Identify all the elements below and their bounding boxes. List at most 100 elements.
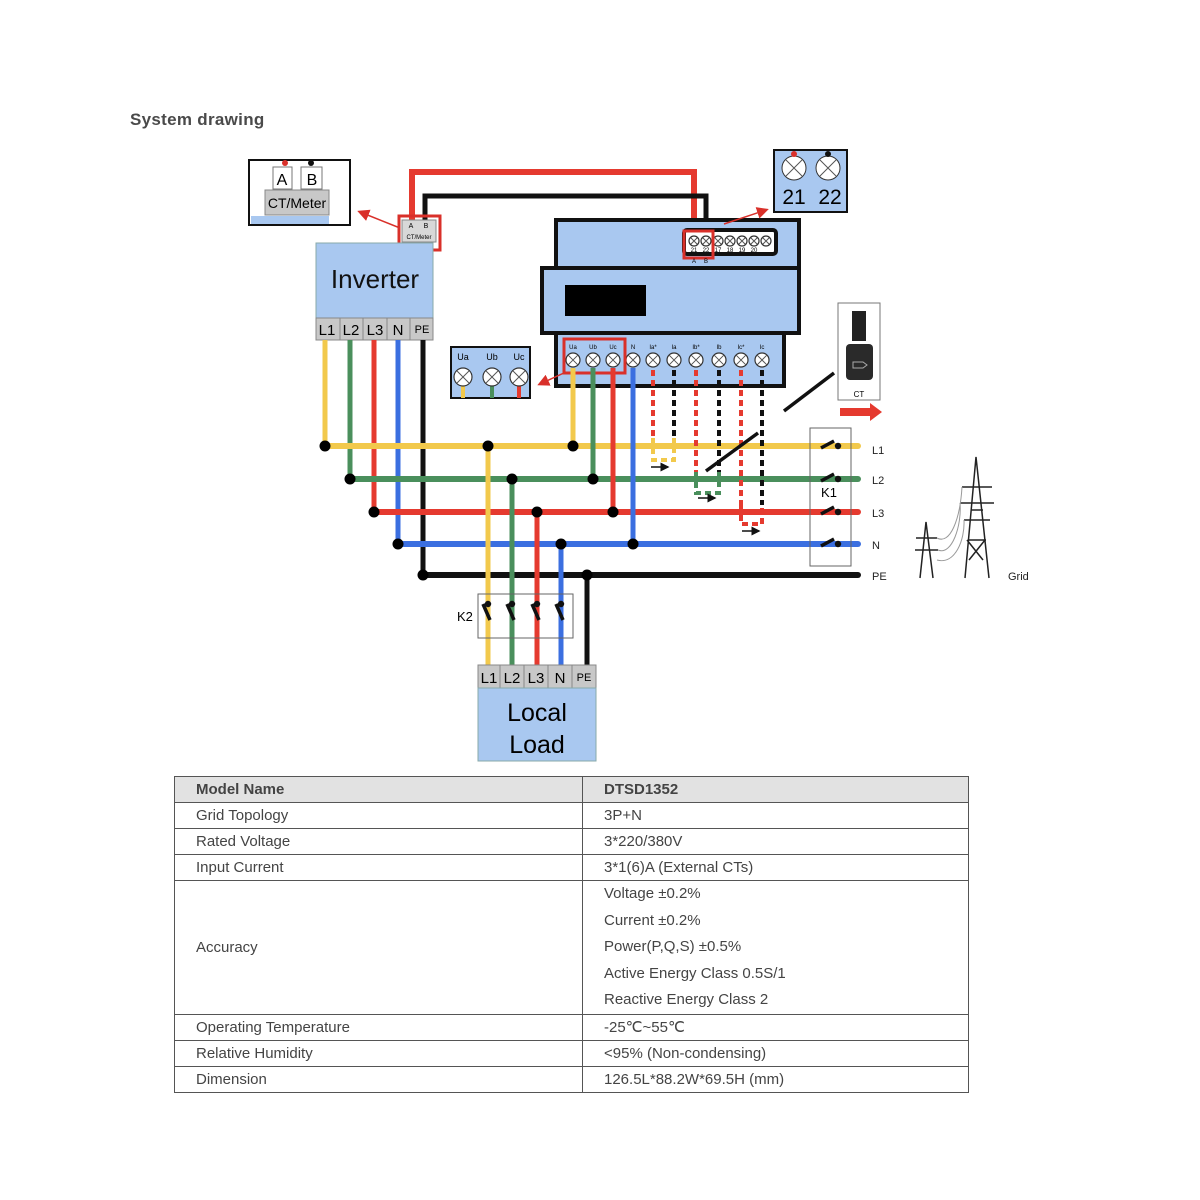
inverter-terminal-l2: L2 <box>343 322 360 339</box>
terminal-screw-icon <box>700 235 712 247</box>
header-value: DTSD1352 <box>582 776 969 803</box>
terminal-screw-icon <box>760 235 772 247</box>
load-terminal-l3: L3 <box>528 670 545 687</box>
accuracy-voltage: Voltage ±0.2% <box>604 885 701 902</box>
terminal-screw-icon <box>453 367 473 387</box>
terminal-screw-icon <box>754 352 770 368</box>
voltage-inset-label: Ub <box>486 352 498 362</box>
inverter-terminal-n: N <box>393 322 404 339</box>
row-key: Rated Voltage <box>174 828 583 855</box>
voltage-inset-label: Ua <box>457 352 469 362</box>
port-pin-b: B <box>424 223 429 230</box>
row-value: -25℃~55℃ <box>582 1013 969 1041</box>
terminal-screw-icon <box>605 352 621 368</box>
switch-contact-icon <box>820 505 842 516</box>
table-row-accuracy: Accuracy Voltage ±0.2% Current ±0.2% Pow… <box>174 880 969 1015</box>
inverter-terminal-l3: L3 <box>367 322 384 339</box>
port-label: CT/Meter <box>406 235 431 241</box>
terminal-screw-icon <box>748 235 760 247</box>
switch-contact-icon <box>820 537 842 548</box>
switch-contact-icon <box>481 600 492 621</box>
k2-label: K2 <box>457 609 473 624</box>
accuracy-current: Current ±0.2% <box>604 911 701 929</box>
meter-terminal-label: Uc <box>609 345 616 351</box>
local-load: L1 L2 L3 N PE Local Load <box>477 664 597 762</box>
k1-label: K1 <box>821 485 837 500</box>
meter-top-terminal-label: 19 <box>739 248 746 254</box>
inset-22-label: 22 <box>818 186 841 209</box>
meter-terminal-label: Ub <box>589 345 597 351</box>
load-terminal-pe: PE <box>577 672 592 684</box>
local-load-label-2: Load <box>509 731 565 759</box>
accuracy-values: Voltage ±0.2% Current ±0.2% Power(P,Q,S)… <box>582 880 969 1015</box>
inverter-label: Inverter <box>331 264 419 294</box>
grid-label: Grid <box>1008 571 1029 583</box>
ct-sensor: CT <box>837 302 881 401</box>
row-value: 3*1(6)A (External CTs) <box>582 854 969 881</box>
meter-top-terminal-label: 22 <box>703 248 710 254</box>
load-terminal-n: N <box>555 670 566 687</box>
junction-dots <box>319 440 639 581</box>
row-value: 3*220/380V <box>582 828 969 855</box>
terminal-screw-icon <box>724 235 736 247</box>
row-key: Accuracy <box>174 880 583 1015</box>
table-row: Relative Humidity<95% (Non-condensing) <box>174 1039 969 1067</box>
k1-breaker: K1 <box>809 427 852 567</box>
terminal-screw-icon <box>688 235 700 247</box>
local-load-label-1: Local <box>507 699 567 727</box>
row-value: <95% (Non-condensing) <box>582 1039 969 1067</box>
accuracy-power: Power(P,Q,S) ±0.5% <box>604 938 742 955</box>
voltage-sense-wires <box>570 368 636 544</box>
load-terminal-l1: L1 <box>481 670 498 687</box>
pin-a-label: A <box>277 172 288 189</box>
switch-contact-icon <box>530 600 541 621</box>
bus-label-l3: L3 <box>872 508 884 520</box>
port-pin-a: A <box>409 223 414 230</box>
accuracy-active-energy: Active Energy Class 0.5S/1 <box>604 964 786 982</box>
switch-contact-icon <box>820 439 842 450</box>
inset-21-label: 21 <box>782 186 805 209</box>
k2-breaker: K2 <box>457 593 574 639</box>
inverter-wires <box>322 340 426 575</box>
meter-a-label: A <box>692 259 696 265</box>
section-title: System drawing <box>130 110 265 129</box>
voltage-inset-label: Uc <box>514 352 525 362</box>
meter-terminal-label: Ib <box>716 345 722 351</box>
terminal-screw-icon <box>625 352 641 368</box>
meter-terminal-label: N <box>631 345 635 351</box>
terminal-screw-icon <box>736 235 748 247</box>
terminal-screw-icon <box>645 352 661 368</box>
table-row: Operating Temperature-25℃~55℃ <box>174 1013 969 1041</box>
ct-wires <box>651 370 764 526</box>
rs485-terminal-inset: 21 22 <box>773 149 848 213</box>
bus-label-pe: PE <box>872 571 887 583</box>
terminal-screw-icon <box>585 352 601 368</box>
system-wiring-diagram: A B CT/Meter A B CT/Meter Inverter L1 L2… <box>248 149 1029 762</box>
switch-contact-icon <box>554 600 565 621</box>
ct-meter-inset: A B CT/Meter <box>248 159 351 226</box>
table-header-row: Model Name DTSD1352 <box>174 776 969 803</box>
bus-label-l1: L1 <box>872 445 884 457</box>
meter-b-label: B <box>704 259 708 265</box>
inverter-terminal-pe: PE <box>415 324 430 336</box>
inverter: Inverter L1 L2 L3 N PE <box>315 242 434 341</box>
meter-terminal-label: Ua <box>569 345 577 351</box>
terminal-screw-icon <box>509 367 529 387</box>
load-terminal-l2: L2 <box>504 670 521 687</box>
row-value: 126.5L*88.2W*69.5H (mm) <box>582 1065 969 1093</box>
grid-pylon-icon <box>915 456 994 579</box>
voltage-terminal-inset: Ua Ub Uc <box>450 346 531 399</box>
meter-top-terminal-label: 17 <box>715 248 722 254</box>
terminal-screw-icon <box>733 352 749 368</box>
switch-contact-icon <box>505 600 516 621</box>
bus-lines <box>322 443 861 578</box>
meter-top-terminal-label: 21 <box>691 248 698 254</box>
row-key: Dimension <box>174 1065 583 1093</box>
terminal-screw-icon <box>565 352 581 368</box>
